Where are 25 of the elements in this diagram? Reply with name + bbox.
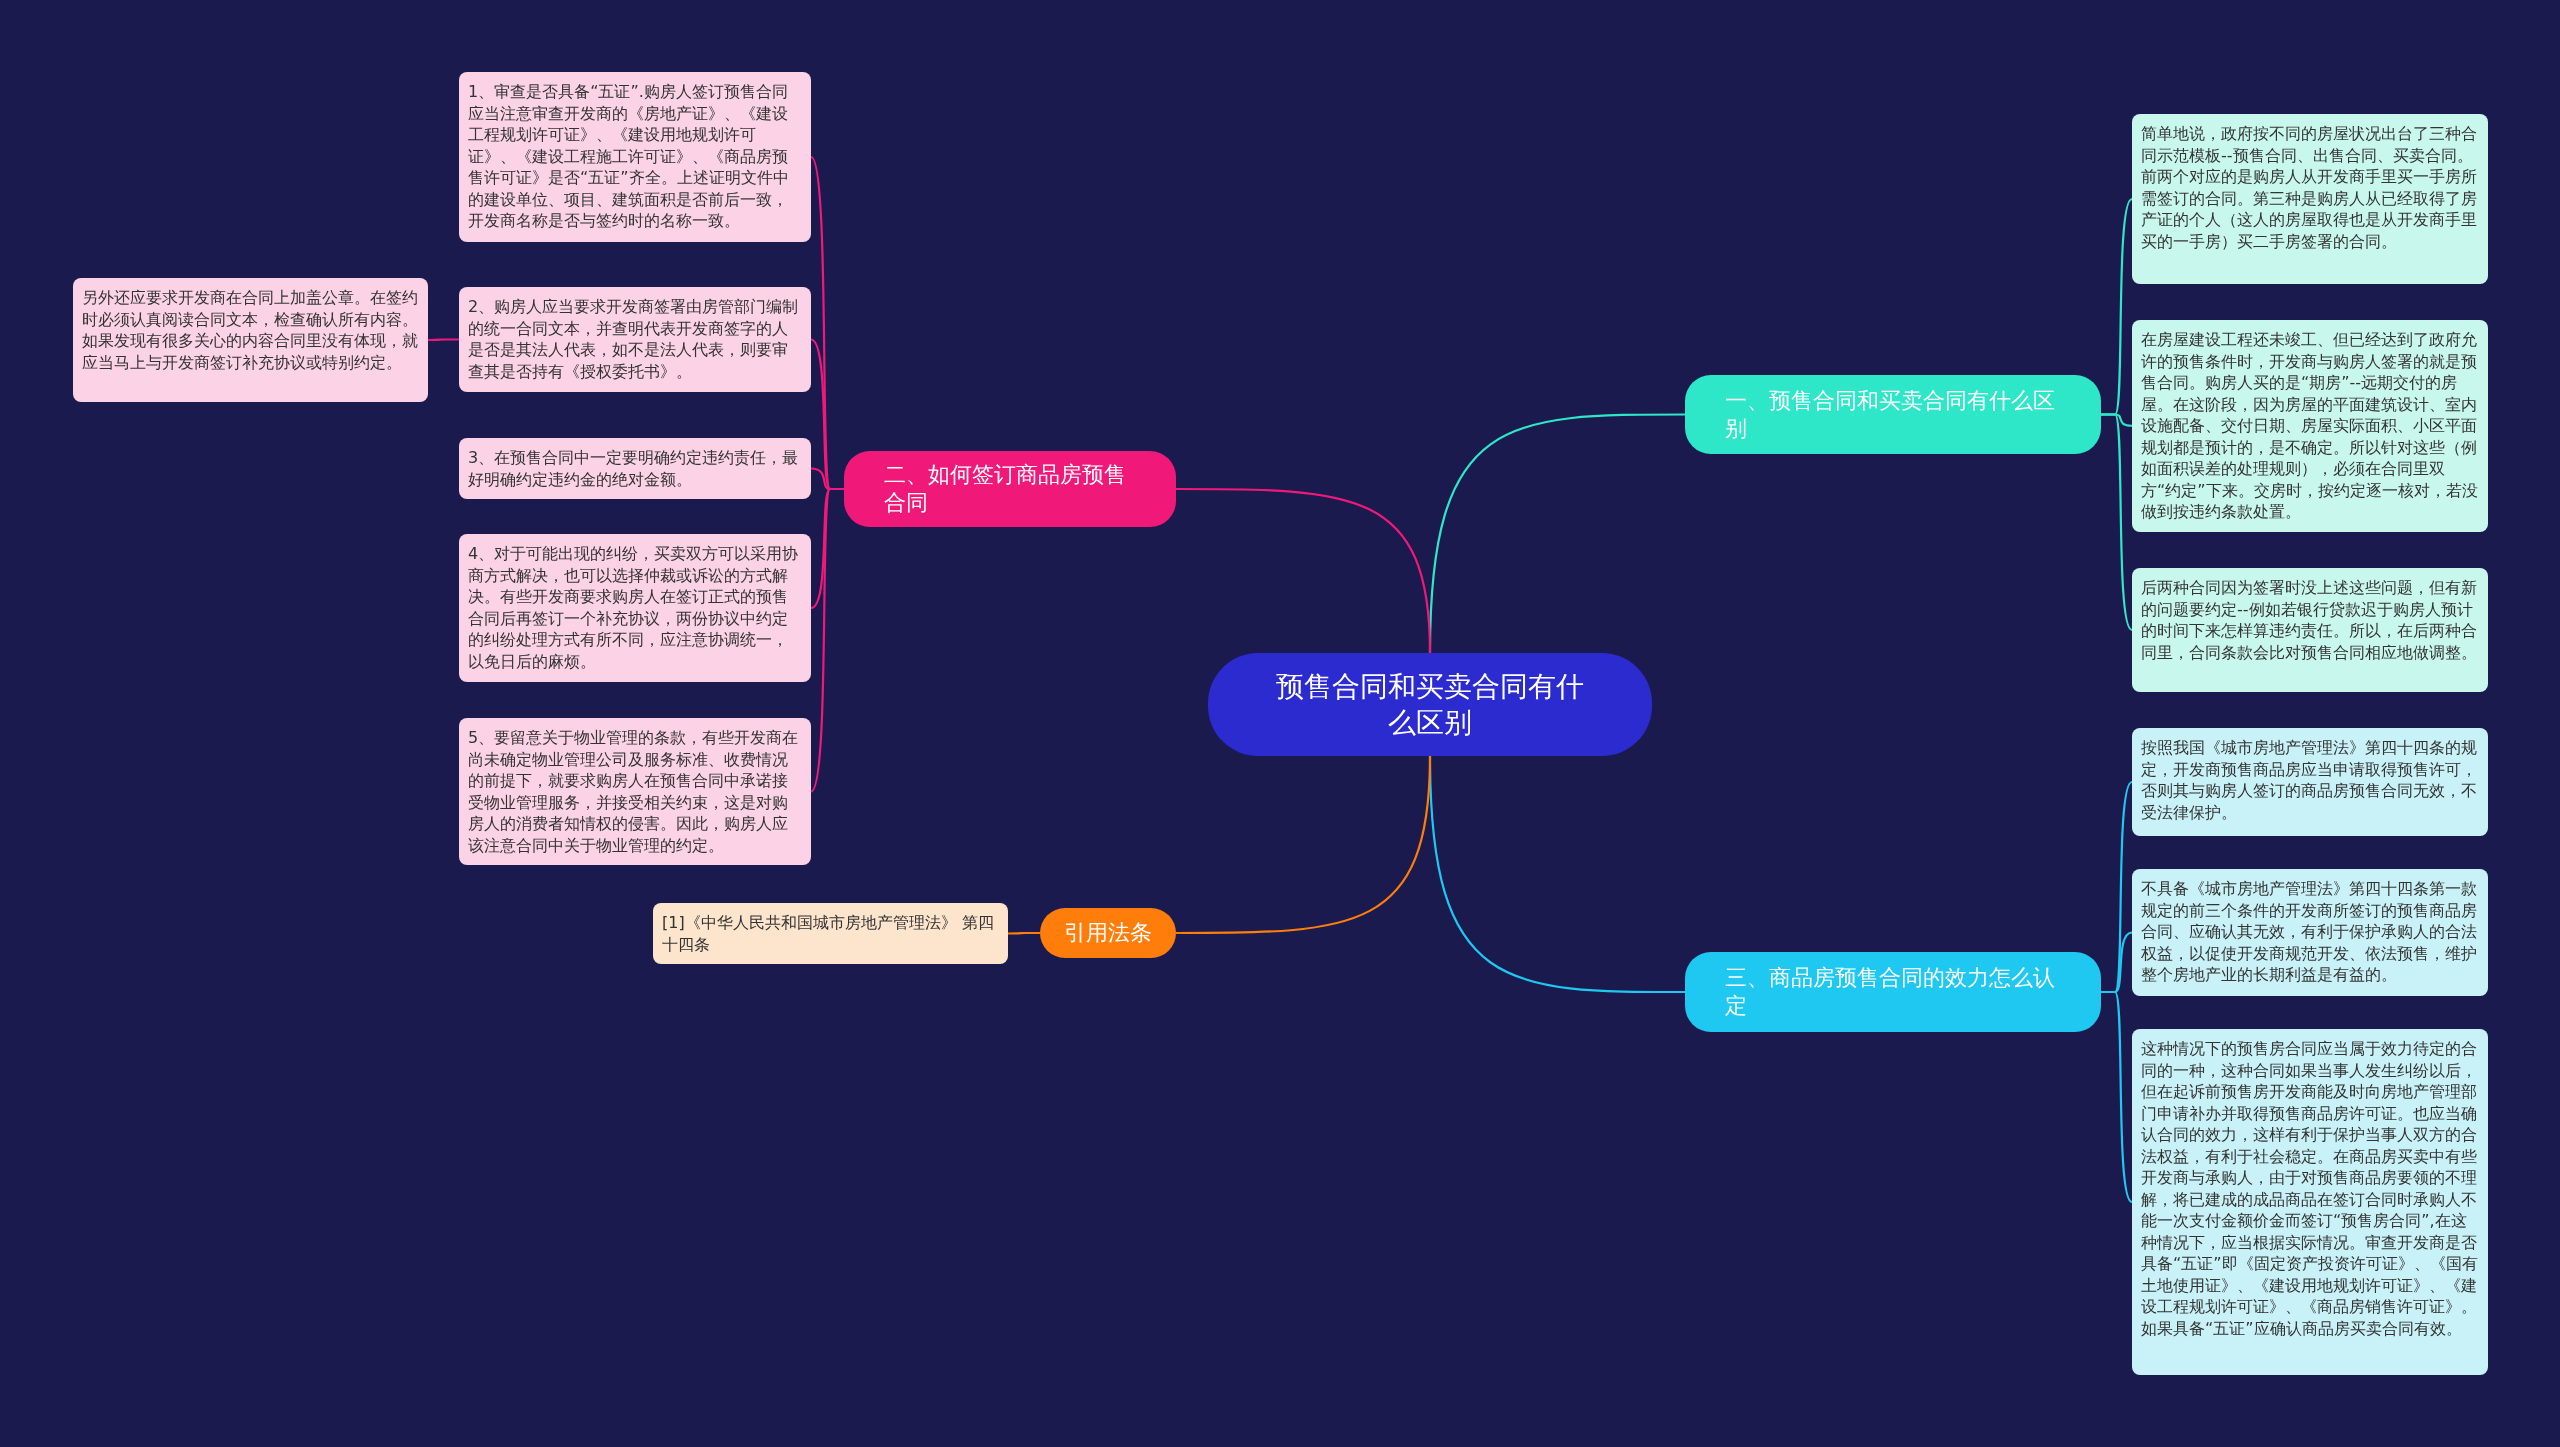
note-box: [1]《中华人民共和国城市房地产管理法》 第四十四条 [653, 903, 1008, 964]
note-box: 按照我国《城市房地产管理法》第四十四条的规定，开发商预售商品房应当申请取得预售许可，否则其与购房人签订的商品房预售合同无效，不受法律保护。 [2132, 728, 2488, 836]
branch-topic-bubble: 三、商品房预售合同的效力怎么认定 [1685, 952, 2101, 1032]
connector [1176, 487, 1432, 654]
branch-topic-bubble: 一、预售合同和买卖合同有什么区别 [1685, 375, 2101, 454]
branch-topic-bubble: 二、如何签订商品房预售合同 [844, 451, 1176, 527]
connector [1176, 755, 1432, 935]
note-box: 后两种合同因为签署时没上述这些问题，但有新的问题要约定--例如若银行贷款迟于购房人预计的时间下来怎样算违约责任。所以，在后两种合同里，合同条款会比对预售合同相应地做调整。 [2132, 568, 2488, 692]
connector [1008, 931, 1040, 935]
central-topic-bubble: 预售合同和买卖合同有什么区别 [1208, 653, 1652, 756]
connector [810, 487, 844, 793]
note-box: 不具备《城市房地产管理法》第四十四条第一款规定的前三个条件的开发商所签订的预售商品房合同、应确认其无效，有利于保护承购人的合法权益，以促使开发商规范开发、依法预售，维护整个房地产业的长期利益是有益的。 [2132, 869, 2488, 996]
note-box: 简单地说，政府按不同的房屋状况出台了三种合同示范模板--预售合同、出售合同、买卖合同。前两个对应的是购房人从开发商手里买一手房所需签订的合同。第三种是购房人从已经取得了房产证的个人（这人的房屋取得也是从开发商手里买的一手房）买二手房签署的合同。 [2132, 114, 2488, 284]
connector [428, 338, 459, 342]
note-box: 5、要留意关于物业管理的条款，有些开发商在尚未确定物业管理公司及服务标准、收费情况的前提下，就要求购房人在预售合同中承诺接受物业管理服务，并接受相关约束，这是对购房人的消费者知情权的侵害。因此，购房人应该注意合同中关于物业管理的约定。 [459, 718, 811, 865]
note-box: 2、购房人应当要求开发商签署由房管部门编制的统一合同文本，并查明代表开发商签字的人是否是其法人代表，如不是法人代表，则要审查其是否持有《授权委托书》。 [459, 287, 811, 392]
note-box: 在房屋建设工程还未竣工、但已经达到了政府允许的预售条件时，开发商与购房人签署的就是预售合同。购房人买的是“期房”--远期交付的房屋。在这阶段，因为房屋的平面建筑设计、室内设施配备、交付日期、房屋实际面积、小区平面规划都是预计的，是不确定。所以针对这些（例如面积误差的处理规则），必须在合同里双方“约定”下来。交房时，按约定逐一核对，若没做到按违约条款处置。 [2132, 320, 2488, 532]
connector [2101, 413, 2133, 631]
note-box: 3、在预售合同中一定要明确约定违约责任，最好明确约定违约金的绝对金额。 [459, 438, 811, 499]
note-box: 另外还应要求开发商在合同上加盖公章。在签约时必须认真阅读合同文本，检查确认所有内容。如果发现有很多关心的内容合同里没有体现，就应当马上与开发商签订补充协议或特别约定。 [73, 278, 428, 402]
note-box: 4、对于可能出现的纠纷，买卖双方可以采用协商方式解决，也可以选择仲裁或诉讼的方式解决。有些开发商要求购房人在签订正式的预售合同后再签订一个补充协议，两份协议中约定的纠纷处理方式有所不同，应注意协调统一，以免日后的麻烦。 [459, 534, 811, 682]
note-box: 这种情况下的预售房合同应当属于效力待定的合同的一种，这种合同如果当事人发生纠纷以后，但在起诉前预售房开发商能及时向房地产管理部门申请补办并取得预售商品房许可证。也应当确认合同的效力，这样有利于保护当事人双方的合法权益，有利于社会稳定。在商品房买卖中有些开发商与承购人，由于对预售商品房要领的不理解，将已建成的成品商品在签订合同时承购人不能一次支付金额价金而签订“预售房合同”,在这种情况下，应当根据实际情况。审查开发商是否具备“五证”即《固定资产投资许可证》、《国有土地使用证》、《建设用地规划许可证》、《建设工程规划许可证》、《商品房销售许可证》。如果具备“五证”应确认商品房买卖合同有效。 [2132, 1029, 2488, 1375]
connector [2101, 990, 2133, 1203]
branch-topic-bubble: 引用法条 [1040, 908, 1176, 958]
note-box: 1、审查是否具备“五证”.购房人签订预售合同应当注意审查开发商的《房地产证》、《建设工程规划许可证》、《建设用地规划许可证》、《建设工程施工许可证》、《商品房预售许可证》是否“五证”齐全。上述证明文件中的建设单位、项目、建筑面积是否前后一致，开发商名称是否与签约时的名称一致。 [459, 72, 811, 242]
